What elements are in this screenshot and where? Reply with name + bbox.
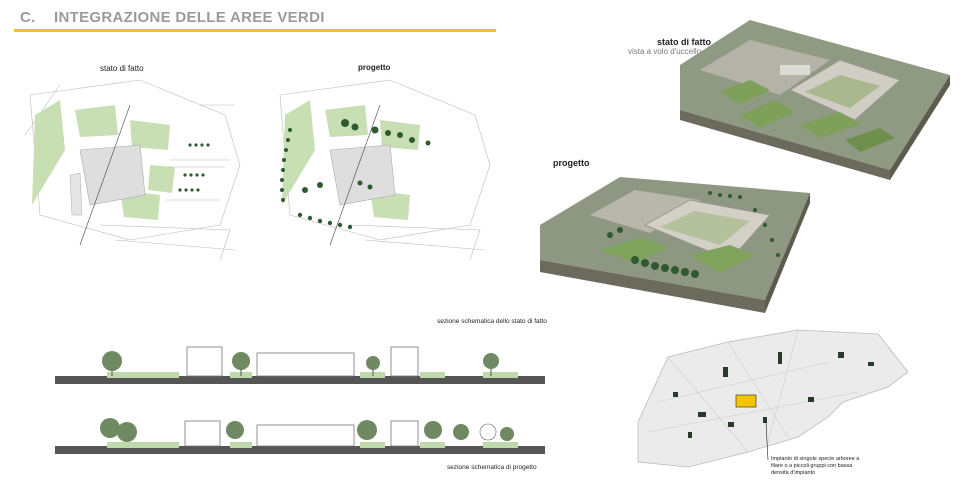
site-map bbox=[637, 329, 909, 468]
section-project-label: sezione schematica di progetto bbox=[447, 464, 537, 471]
plan-existing-drawing bbox=[24, 79, 241, 261]
section-number: C. bbox=[20, 9, 36, 26]
plan-existing-label: stato di fatto bbox=[100, 64, 144, 73]
section-existing-label: sezione schematica dello stato di fatto bbox=[437, 318, 547, 325]
plan-project-drawing bbox=[279, 79, 491, 261]
aerial-project-label: progetto bbox=[553, 158, 590, 168]
aerial-existing-image bbox=[680, 20, 950, 180]
section-heading: INTEGRAZIONE DELLE AREE VERDI bbox=[54, 9, 325, 26]
aerial-project-image bbox=[540, 177, 810, 313]
map-note: Impianto di singole specie arboree a fil… bbox=[771, 456, 860, 476]
title-underline bbox=[14, 29, 496, 32]
section-existing-drawing bbox=[55, 346, 545, 384]
section-title: C. INTEGRAZIONE DELLE AREE VERDI bbox=[20, 9, 325, 26]
plan-project-label: progetto bbox=[358, 63, 391, 72]
aerial-existing-sublabel: vista a volo d'uccello bbox=[628, 47, 702, 56]
aerial-existing-label: stato di fatto bbox=[657, 37, 711, 47]
section-project-drawing bbox=[55, 418, 545, 454]
